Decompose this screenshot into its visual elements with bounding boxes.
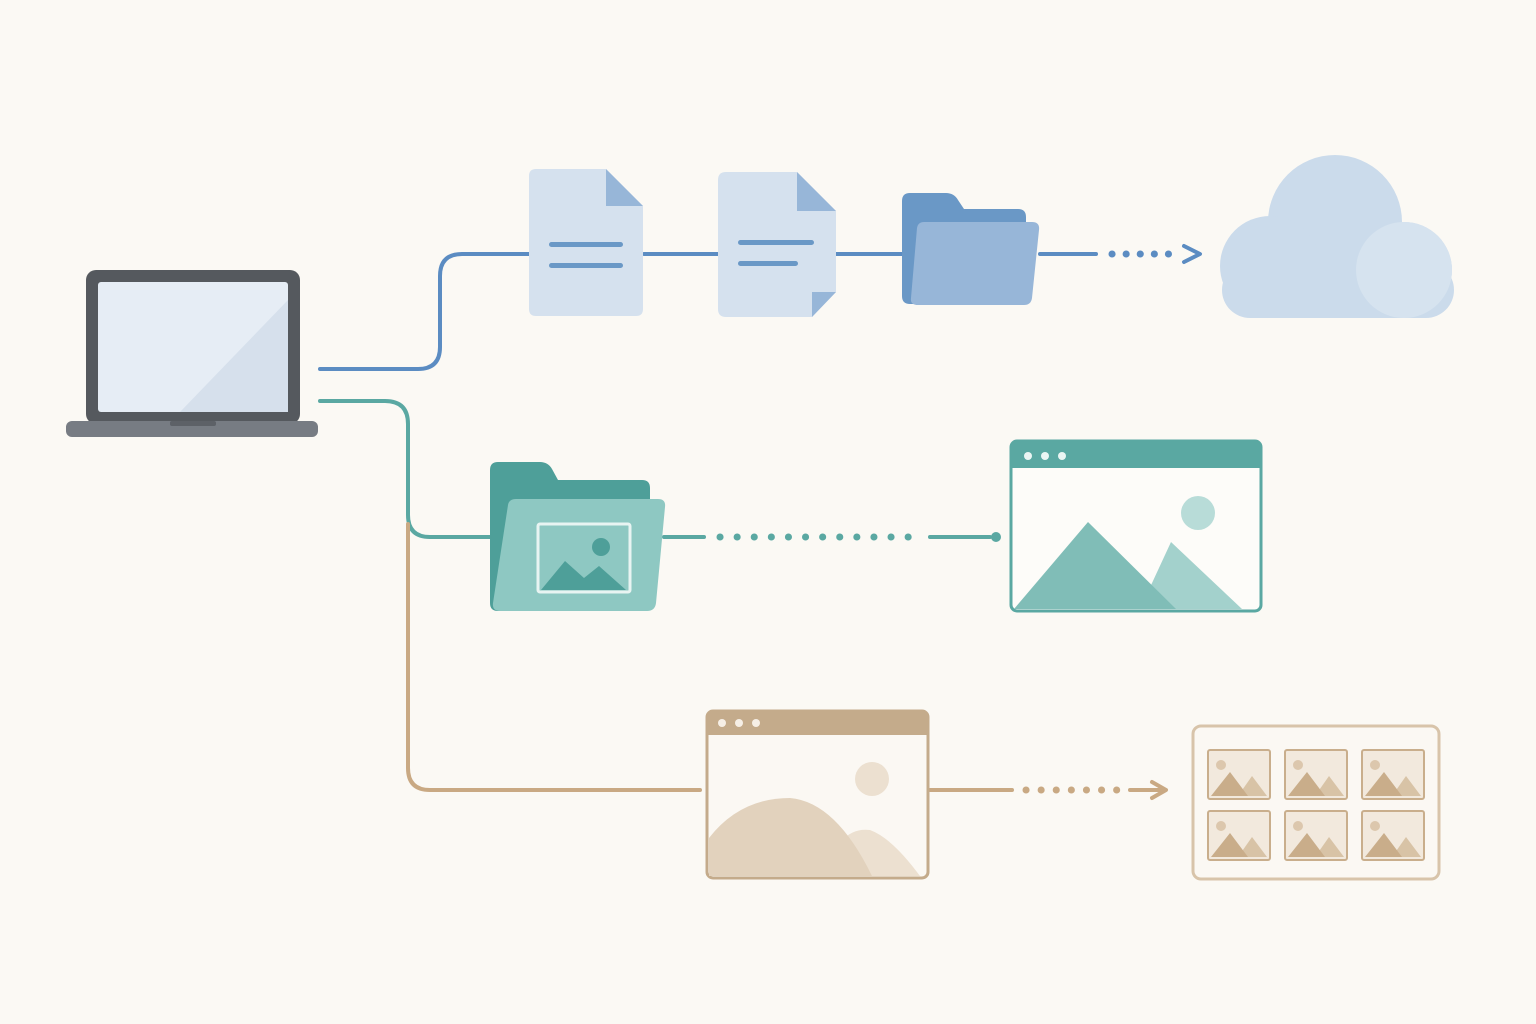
gallery-thumbnail [1207, 810, 1271, 861]
laptop-icon [66, 270, 318, 437]
cloud-icon [1220, 155, 1454, 318]
gallery-thumbnail [1284, 810, 1348, 861]
image-grid-gallery-icon [1191, 724, 1441, 881]
gallery-thumbnail [1207, 749, 1271, 800]
browser-image-window-icon [1009, 439, 1263, 613]
image-folder-icon [490, 462, 666, 611]
gallery-thumbnail [1361, 810, 1425, 861]
document-icon [529, 169, 643, 316]
folder-icon [902, 193, 1040, 305]
document-icon [718, 172, 836, 317]
connector-teal [318, 399, 1001, 542]
browser-image-window-icon [705, 709, 930, 880]
gallery-thumbnail [1284, 749, 1348, 800]
connector-blue [318, 244, 1202, 371]
gallery-thumbnail [1361, 749, 1425, 800]
connector-tan [406, 522, 1168, 800]
